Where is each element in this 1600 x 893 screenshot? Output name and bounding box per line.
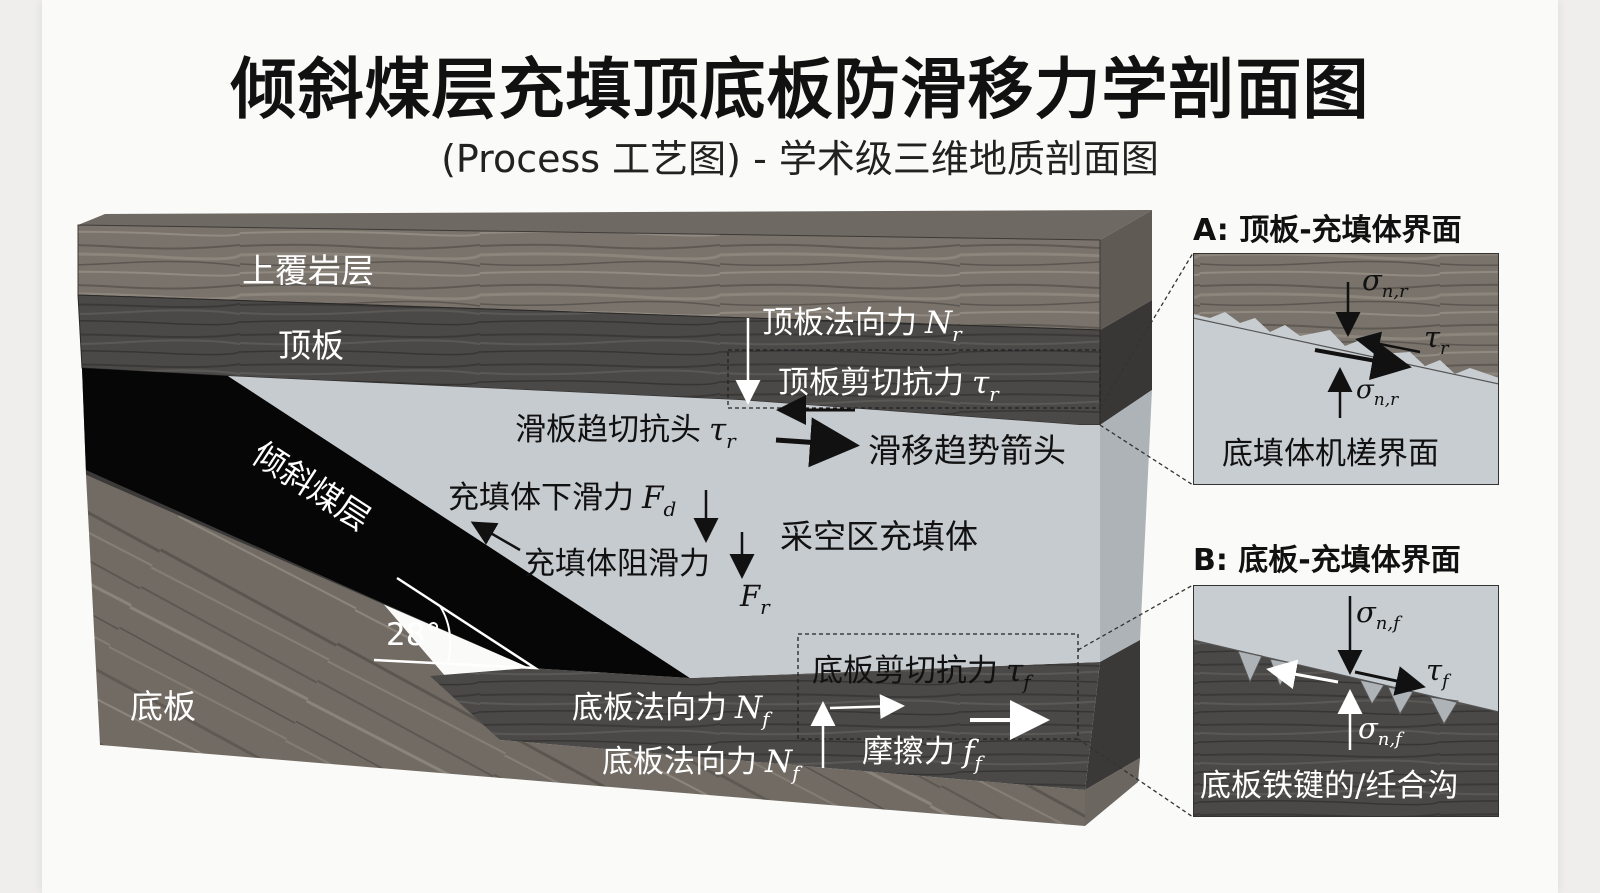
floor-dark-band xyxy=(430,662,1100,790)
label-roof: 顶板 xyxy=(278,326,344,365)
label-fill-resist: 充填体阻滑力 xyxy=(524,546,710,582)
label-goaf-fill: 采空区充填体 xyxy=(780,517,978,556)
panel-a-sigma-bottom: σn,r xyxy=(1356,375,1399,410)
panel-a-title: A: 顶板-充填体界面 xyxy=(1193,213,1462,248)
label-floor: 底板 xyxy=(130,687,196,726)
panel-b-tau-arrow xyxy=(1354,666,1426,696)
coal-seam-side xyxy=(82,368,690,678)
callout-line-a2 xyxy=(1099,252,1194,409)
angle-arc xyxy=(439,605,452,663)
panel-b-sigma-bottom: σn,f xyxy=(1358,711,1405,750)
floor-callout-box xyxy=(797,633,1079,740)
panel-b-caption: 底板铁键的/纴合沟 xyxy=(1200,768,1458,804)
panel-a: σn,r τr σn,r 底填体机槎界面 xyxy=(1193,253,1499,485)
floor-layer xyxy=(86,475,1085,826)
block-right-face-fill xyxy=(1100,390,1152,662)
label-overburden: 上覆岩层 xyxy=(242,251,374,290)
label-fill-resist-sym: Fr xyxy=(739,579,771,619)
roof-callout-box xyxy=(727,349,1101,409)
block-right-face-floor-base xyxy=(1085,758,1140,826)
goaf-fill-body xyxy=(228,376,1100,678)
coal-seam-layer xyxy=(82,368,690,678)
callout-line-b2 xyxy=(1077,738,1194,818)
arrow-slip-trend xyxy=(775,417,860,468)
panel-b: σn,f τf σn,f 底板铁键的/纴合沟 xyxy=(1193,585,1499,817)
arrow-floor-shear xyxy=(829,694,905,720)
panel-b-left-arrow xyxy=(1266,659,1339,690)
panel-b-title: B: 底板-充填体界面 xyxy=(1193,543,1461,578)
block-right-face-roof xyxy=(1100,300,1152,425)
panel-a-tau: τr xyxy=(1424,320,1450,359)
page-subtitle: (Process 工艺图) - 学术级三维地质剖面图 xyxy=(441,137,1159,181)
panel-a-caption: 底填体机槎界面 xyxy=(1222,436,1439,472)
label-slip-trend: 滑移趋势箭头 xyxy=(868,431,1066,470)
callout-line-b xyxy=(1077,584,1194,651)
arrow-fill-resist-diag xyxy=(470,521,521,552)
angle-triangle xyxy=(373,576,540,670)
panel-a-shear-arrow xyxy=(1314,340,1412,381)
angle-label: 28° xyxy=(386,617,441,653)
callout-line-a xyxy=(1099,424,1194,486)
page-title: 倾斜煤层充填顶底板防滑移力学剖面图 xyxy=(230,51,1370,128)
panel-b-sigma-top: σn,f xyxy=(1356,595,1403,634)
block-right-face xyxy=(1100,210,1152,330)
panel-a-sigma-top: σn,r xyxy=(1362,263,1409,302)
